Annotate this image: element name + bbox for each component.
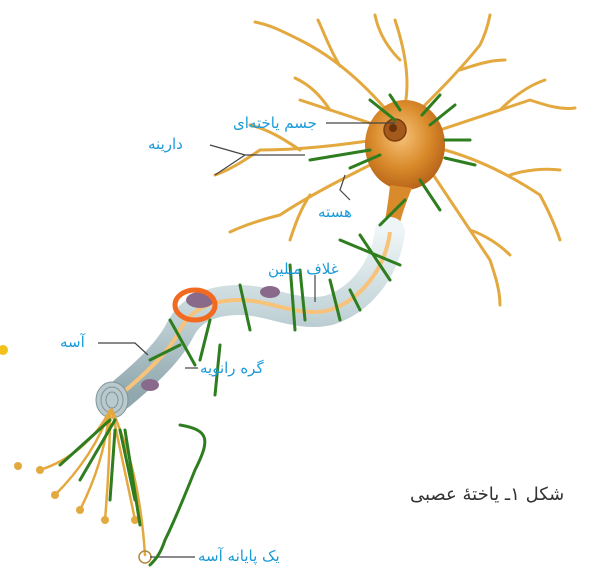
label-cell-body: جسم یاخته‌ای (233, 116, 317, 131)
label-axon-terminal: یک پایانه آسه (198, 549, 280, 564)
cell-body (365, 100, 445, 190)
figure-caption: شکل ۱ـ یاختهٔ عصبی (410, 486, 564, 504)
axon-terminals (40, 410, 145, 555)
axon-path (96, 232, 390, 418)
label-nucleus: هسته (318, 205, 352, 220)
label-node-ranvier: گره رانویه (200, 361, 264, 376)
label-myelin: غلاف میلین (268, 262, 339, 277)
label-dendrite: دارینه (148, 137, 183, 152)
label-axon: آسه (60, 335, 85, 350)
